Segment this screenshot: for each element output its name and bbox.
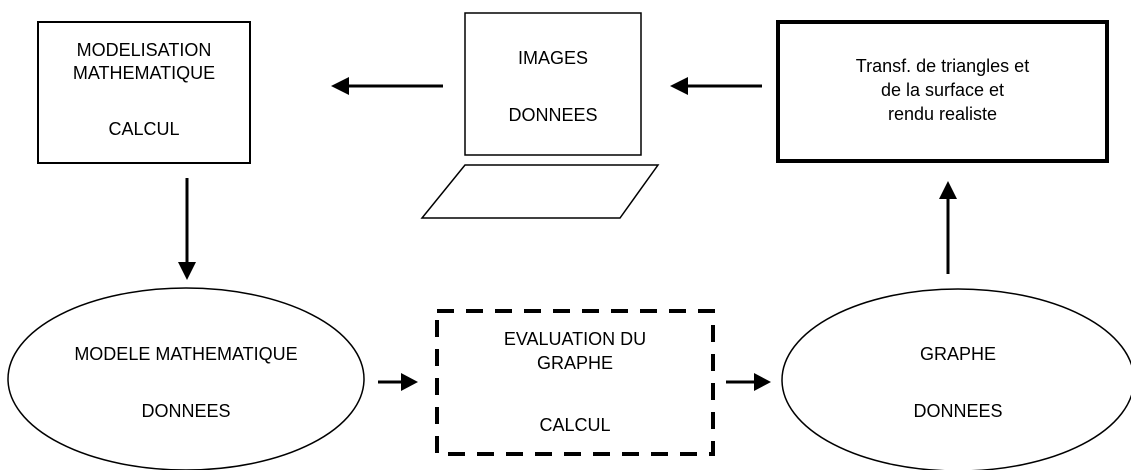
images-label: IMAGES: [517, 48, 588, 68]
modelisation-title-line2: MATHEMATIQUE: [72, 63, 216, 83]
transf-line2: de la surface et: [880, 80, 1005, 100]
transf-line3: rendu realiste: [887, 104, 998, 124]
laptop-keyboard: [420, 164, 660, 219]
arrow-modele-to-evaluation: [378, 373, 418, 391]
arrow-transf-to-images: [670, 77, 762, 95]
modelisation-box: [37, 21, 251, 164]
modelisation-calcul: CALCUL: [108, 119, 180, 139]
arrow-graphe-to-transf: [939, 181, 957, 274]
evaluation-line1: EVALUATION DU: [503, 329, 647, 349]
modele-donnees: DONNEES: [141, 401, 231, 421]
evaluation-calcul: CALCUL: [539, 415, 611, 435]
arrow-modelisation-to-modele: [178, 178, 196, 280]
graphe-title: GRAPHE: [919, 344, 997, 364]
images-donnees-label: DONNEES: [508, 105, 598, 125]
laptop-screen: [464, 12, 642, 156]
arrow-evaluation-to-graphe: [726, 373, 771, 391]
arrow-images-to-modelisation: [331, 77, 443, 95]
transf-box: [776, 20, 1109, 163]
transf-line1: Transf. de triangles et: [855, 56, 1030, 76]
modele-title: MODELE MATHEMATIQUE: [74, 344, 298, 364]
modele-ellipse: [7, 287, 365, 470]
evaluation-box: [435, 309, 715, 456]
evaluation-line2: GRAPHE: [536, 353, 614, 373]
graphe-donnees: DONNEES: [913, 401, 1003, 421]
modelisation-title-line1: MODELISATION: [76, 40, 212, 60]
graphe-ellipse: [781, 288, 1131, 470]
laptop-icon: [420, 12, 660, 219]
